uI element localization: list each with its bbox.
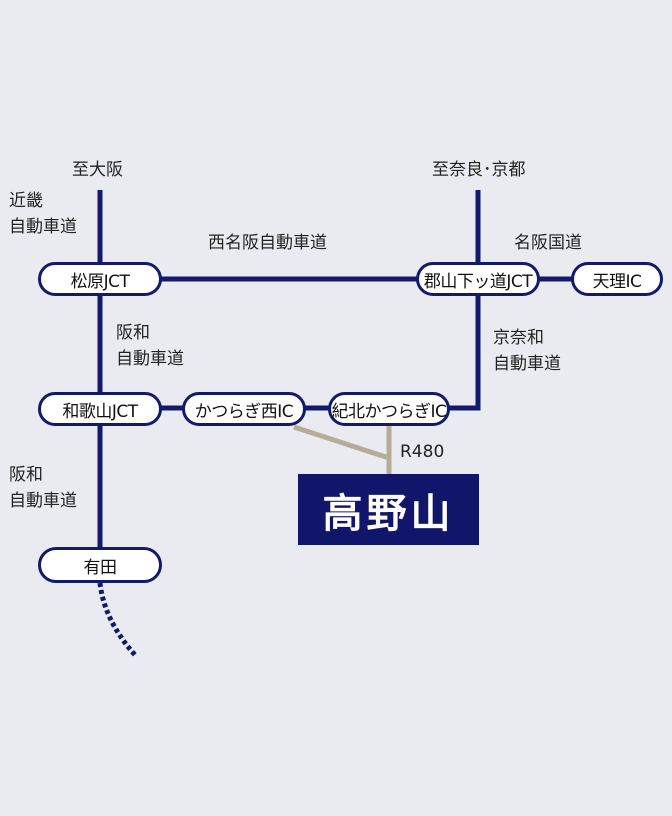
keinawa-line1: 京奈和 <box>493 328 544 348</box>
hanwa-lower-label: 阪和 自動車道 <box>9 462 77 514</box>
matsubara-jct-node: 松原JCT <box>38 262 162 296</box>
wakayama-jct-node: 和歌山JCT <box>38 392 162 426</box>
keinawa-line2: 自動車道 <box>493 354 561 374</box>
r480-label: R480 <box>400 442 445 462</box>
to-nara-kyoto-label: 至奈良･京都 <box>432 160 526 180</box>
hanwa-upper-line1: 阪和 <box>116 323 150 343</box>
hanwa-upper-line2: 自動車道 <box>116 349 184 369</box>
kinki-label-line2: 自動車道 <box>9 217 77 237</box>
hanwa-lower-line2: 自動車道 <box>9 491 77 511</box>
hanwa-upper-label: 阪和 自動車道 <box>116 320 184 372</box>
nishi-meihan-label: 西名阪自動車道 <box>208 233 327 253</box>
keinawa-line <box>448 296 481 411</box>
katsuragi-nishi-ic-node: かつらぎ西IC <box>182 392 306 426</box>
arida-node: 有田 <box>38 547 162 583</box>
koriyama-shimotsumichi-jct-node: 郡山下ッ道JCT <box>416 262 540 296</box>
arida-extension-dotted <box>97 582 137 657</box>
kinki-label-line1: 近畿 <box>9 191 43 211</box>
koyasan-destination: 高野山 <box>298 474 479 545</box>
to-osaka-label: 至大阪 <box>72 160 123 180</box>
katsuragi-local-road <box>293 424 390 461</box>
meihan-kokudo-label: 名阪国道 <box>514 233 582 253</box>
kihoku-katsuragi-ic-node: 紀北かつらぎIC <box>328 392 450 426</box>
kinki-expressway-label: 近畿 自動車道 <box>9 188 77 240</box>
keinawa-label: 京奈和 自動車道 <box>493 325 561 377</box>
hanwa-lower-line1: 阪和 <box>9 465 43 485</box>
tenri-ic-node: 天理IC <box>571 262 663 296</box>
